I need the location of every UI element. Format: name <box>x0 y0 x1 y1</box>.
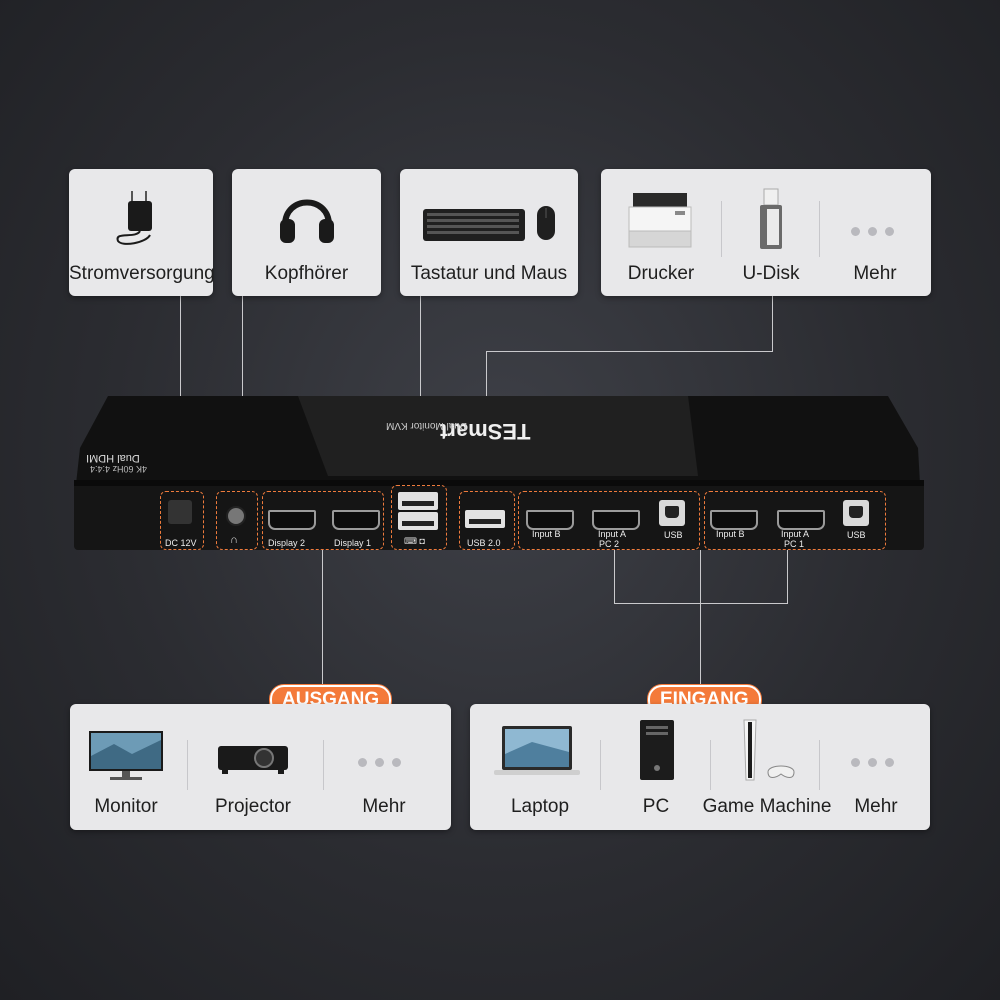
power-label: Stromversorgung <box>69 263 215 284</box>
monitor-label: Monitor <box>94 796 158 817</box>
side-label-2: 4K 60Hz 4:4:4 <box>90 464 148 474</box>
headphone-symbol-icon: ∩ <box>230 534 238 546</box>
connector-udisk-v1 <box>772 296 773 352</box>
usb20-port-box <box>459 491 515 550</box>
output-devices-card: Monitor Projector Mehr <box>70 704 451 830</box>
input-devices-card: Laptop PC Game Machine Mehr <box>470 704 930 830</box>
display2-label: Display 2 <box>268 538 306 548</box>
hdmi-inputa-pc1-port <box>777 510 825 530</box>
pc-label: PC <box>642 796 670 817</box>
more-dots-icon <box>851 758 894 767</box>
power-adapter-icon <box>116 191 152 245</box>
headphones-card: Kopfhörer <box>232 169 381 296</box>
usb-pc2-label: USB <box>664 530 683 540</box>
model-line: Dual Monitor KVM <box>386 420 468 431</box>
power-card: Stromversorgung <box>69 169 215 296</box>
pc1-label: PC 1 <box>784 539 805 549</box>
keyboard-mouse-card: Tastatur und Maus <box>400 169 578 296</box>
keyboard-mouse-symbol-icon: ⌨ ◘ <box>404 536 425 546</box>
separator <box>187 740 188 790</box>
usb-keyboard-port <box>398 492 438 510</box>
keyboard-icon <box>423 209 525 241</box>
pc1-port-box <box>704 491 886 550</box>
hdmi-display2-port <box>268 510 316 530</box>
udisk-icon <box>760 188 782 249</box>
usb-pc1-label: USB <box>847 530 866 540</box>
usbb-pc2-port <box>659 500 685 526</box>
audio-port-box <box>216 491 258 550</box>
inputa-pc1-label: Input A <box>781 529 810 539</box>
separator <box>819 740 820 790</box>
connector-input-right <box>787 548 788 604</box>
usb-devices-card: Drucker U-Disk Mehr <box>601 169 931 296</box>
audio-jack-icon <box>226 506 246 526</box>
more-dots-icon <box>358 758 401 767</box>
projector-icon <box>218 746 288 774</box>
projector-label: Projector <box>214 796 292 817</box>
dc-port-box <box>160 491 204 550</box>
pc-tower-icon <box>640 720 674 780</box>
more-label: Mehr <box>854 796 898 817</box>
monitor-icon <box>89 731 163 780</box>
mouse-icon <box>537 206 555 240</box>
more-label: Mehr <box>853 263 897 284</box>
display1-label: Display 1 <box>334 538 372 548</box>
pc2-port-box <box>518 491 700 550</box>
connector-output <box>322 548 323 684</box>
inputb-pc2-label: Input B <box>532 529 561 539</box>
usb-mouse-port <box>398 512 438 530</box>
connector-power <box>180 296 181 491</box>
separator <box>721 201 722 257</box>
connector-input-left <box>614 548 615 604</box>
hid-port-box <box>391 485 447 550</box>
hdmi-inputa-pc2-port <box>592 510 640 530</box>
laptop-label: Laptop <box>510 796 570 817</box>
connector-keyboard <box>420 296 421 486</box>
output-port-box <box>262 491 384 550</box>
hdmi-inputb-pc1-port <box>710 510 758 530</box>
usb20-port <box>465 510 505 528</box>
dc-jack-icon <box>168 500 192 524</box>
game-console-icon <box>743 719 795 781</box>
game-machine-label: Game Machine <box>702 796 832 817</box>
usbb-pc1-port <box>843 500 869 526</box>
udisk-label: U-Disk <box>742 263 800 284</box>
laptop-icon <box>494 726 580 775</box>
connector-input-h <box>614 603 788 604</box>
printer-icon <box>628 193 692 248</box>
headphones-label: Kopfhörer <box>264 263 349 284</box>
dc-port-label: DC 12V <box>165 538 197 548</box>
separator <box>600 740 601 790</box>
printer-label: Drucker <box>627 263 695 284</box>
separator <box>323 740 324 790</box>
inputb-pc1-label: Input B <box>716 529 745 539</box>
more-label: Mehr <box>362 796 406 817</box>
separator <box>710 740 711 790</box>
keyboard-mouse-label: Tastatur und Maus <box>410 263 568 284</box>
side-label-1: Dual HDMI <box>86 452 140 464</box>
pc2-label: PC 2 <box>599 539 620 549</box>
hdmi-inputb-pc2-port <box>526 510 574 530</box>
usb20-label: USB 2.0 <box>467 538 501 548</box>
connector-input-down <box>700 548 701 684</box>
more-dots-icon <box>851 227 894 236</box>
connector-udisk-h <box>486 351 773 352</box>
inputa-pc2-label: Input A <box>598 529 627 539</box>
separator <box>819 201 820 257</box>
hdmi-display1-port <box>332 510 380 530</box>
headphones-icon <box>280 199 334 243</box>
